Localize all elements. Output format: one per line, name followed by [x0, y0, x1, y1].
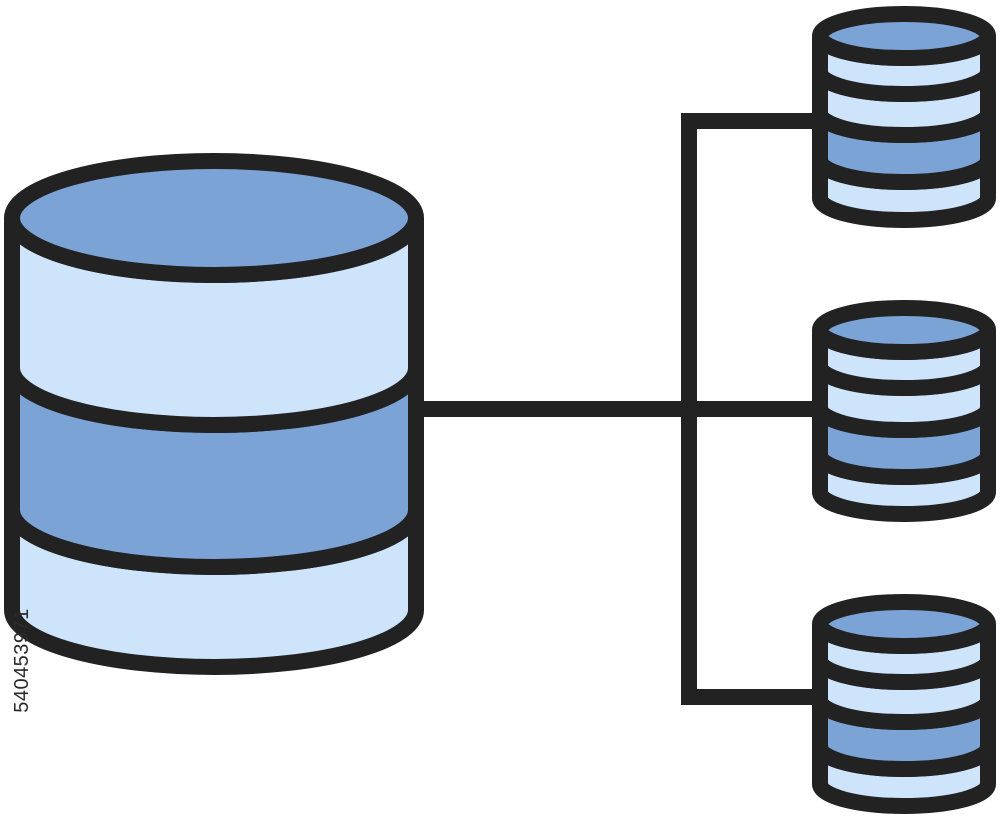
replica-database-icon-middle — [812, 300, 996, 522]
stock-id-text: 540453971 — [10, 607, 33, 713]
replica-middle-ellipse — [812, 300, 996, 360]
connector-lines — [420, 113, 820, 705]
replica-database-icon-top — [812, 6, 996, 228]
replica-database-icon-bottom — [812, 594, 996, 814]
replica-top-ellipse — [812, 6, 996, 66]
main-db-top-ellipse — [4, 153, 424, 283]
stock-id-watermark: 540453971 — [8, 585, 36, 735]
main-database-icon — [3, 153, 424, 675]
branch-connector-line — [681, 113, 820, 705]
replica-bottom-ellipse — [812, 594, 996, 654]
